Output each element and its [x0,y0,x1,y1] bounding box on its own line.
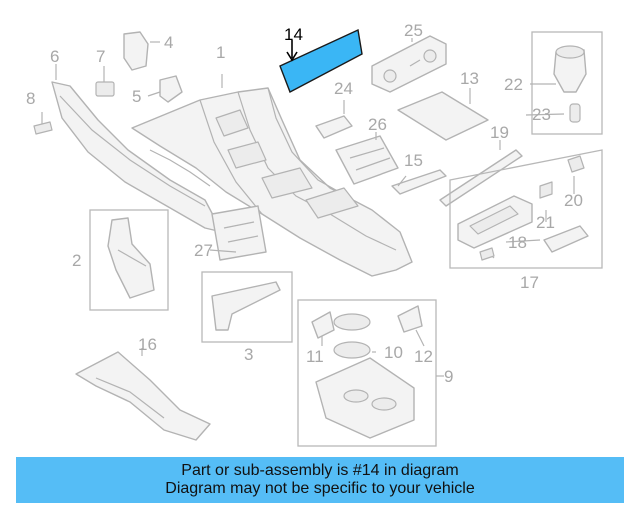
label-14: 14 [284,25,303,44]
banner-line-1: Part or sub-assembly is #14 in diagram [181,462,459,479]
label-18: 18 [508,233,527,252]
group-2-box [89,209,169,311]
label-27: 27 [194,241,213,260]
part-5-bracket[interactable] [147,75,183,103]
parts-diagram: 6 8 7 4 5 1 14 25 24 26 13 15 19 22 23 2… [26,21,603,447]
part-25-control-panel[interactable] [371,35,447,93]
label-26: 26 [368,115,387,134]
info-banner: Part or sub-assembly is #14 in diagram D… [16,457,624,503]
part-labels: 6 8 7 4 5 1 14 25 24 26 13 15 19 22 23 2… [26,21,583,386]
part-27-switch[interactable] [211,205,267,261]
label-21: 21 [536,213,555,232]
banner-line-2: Diagram may not be specific to your vehi… [165,480,475,497]
label-9: 9 [444,367,453,386]
label-6: 6 [50,47,59,66]
part-4-bracket[interactable] [123,31,160,71]
part-7-clip[interactable] [95,66,115,97]
label-2: 2 [72,251,81,270]
part-24-switch[interactable] [315,100,353,139]
label-16: 16 [138,335,157,354]
group-22-23-box [531,31,603,135]
part-15-trim-strip[interactable] [391,169,447,195]
part-14-trim-highlighted[interactable] [279,28,363,93]
part-1-console-body[interactable] [131,74,413,277]
label-10: 10 [384,343,403,362]
label-7: 7 [96,47,105,66]
label-25: 25 [404,21,423,40]
label-24: 24 [334,79,353,98]
label-11: 11 [306,347,324,366]
label-19: 19 [490,123,509,142]
label-23: 23 [532,105,551,124]
part-19-long-trim[interactable] [439,140,523,207]
label-4: 4 [164,33,173,52]
label-12: 12 [414,347,433,366]
part-8-screw[interactable] [33,112,53,135]
label-22: 22 [504,75,523,94]
group-17-box [449,149,603,269]
label-15: 15 [404,151,423,170]
part-16-air-duct[interactable] [75,351,211,441]
label-17: 17 [520,273,539,292]
part-26-switch-panel[interactable] [335,132,399,185]
label-1: 1 [216,43,225,62]
label-8: 8 [26,89,35,108]
label-3: 3 [244,345,253,364]
label-5: 5 [132,87,141,106]
group-3-box [201,271,293,343]
leader-lines [55,38,575,377]
group-9-box [297,299,437,447]
part-13-pad[interactable] [397,88,489,141]
label-20: 20 [564,191,583,210]
label-13: 13 [460,69,479,88]
part-14-shape [279,28,363,93]
